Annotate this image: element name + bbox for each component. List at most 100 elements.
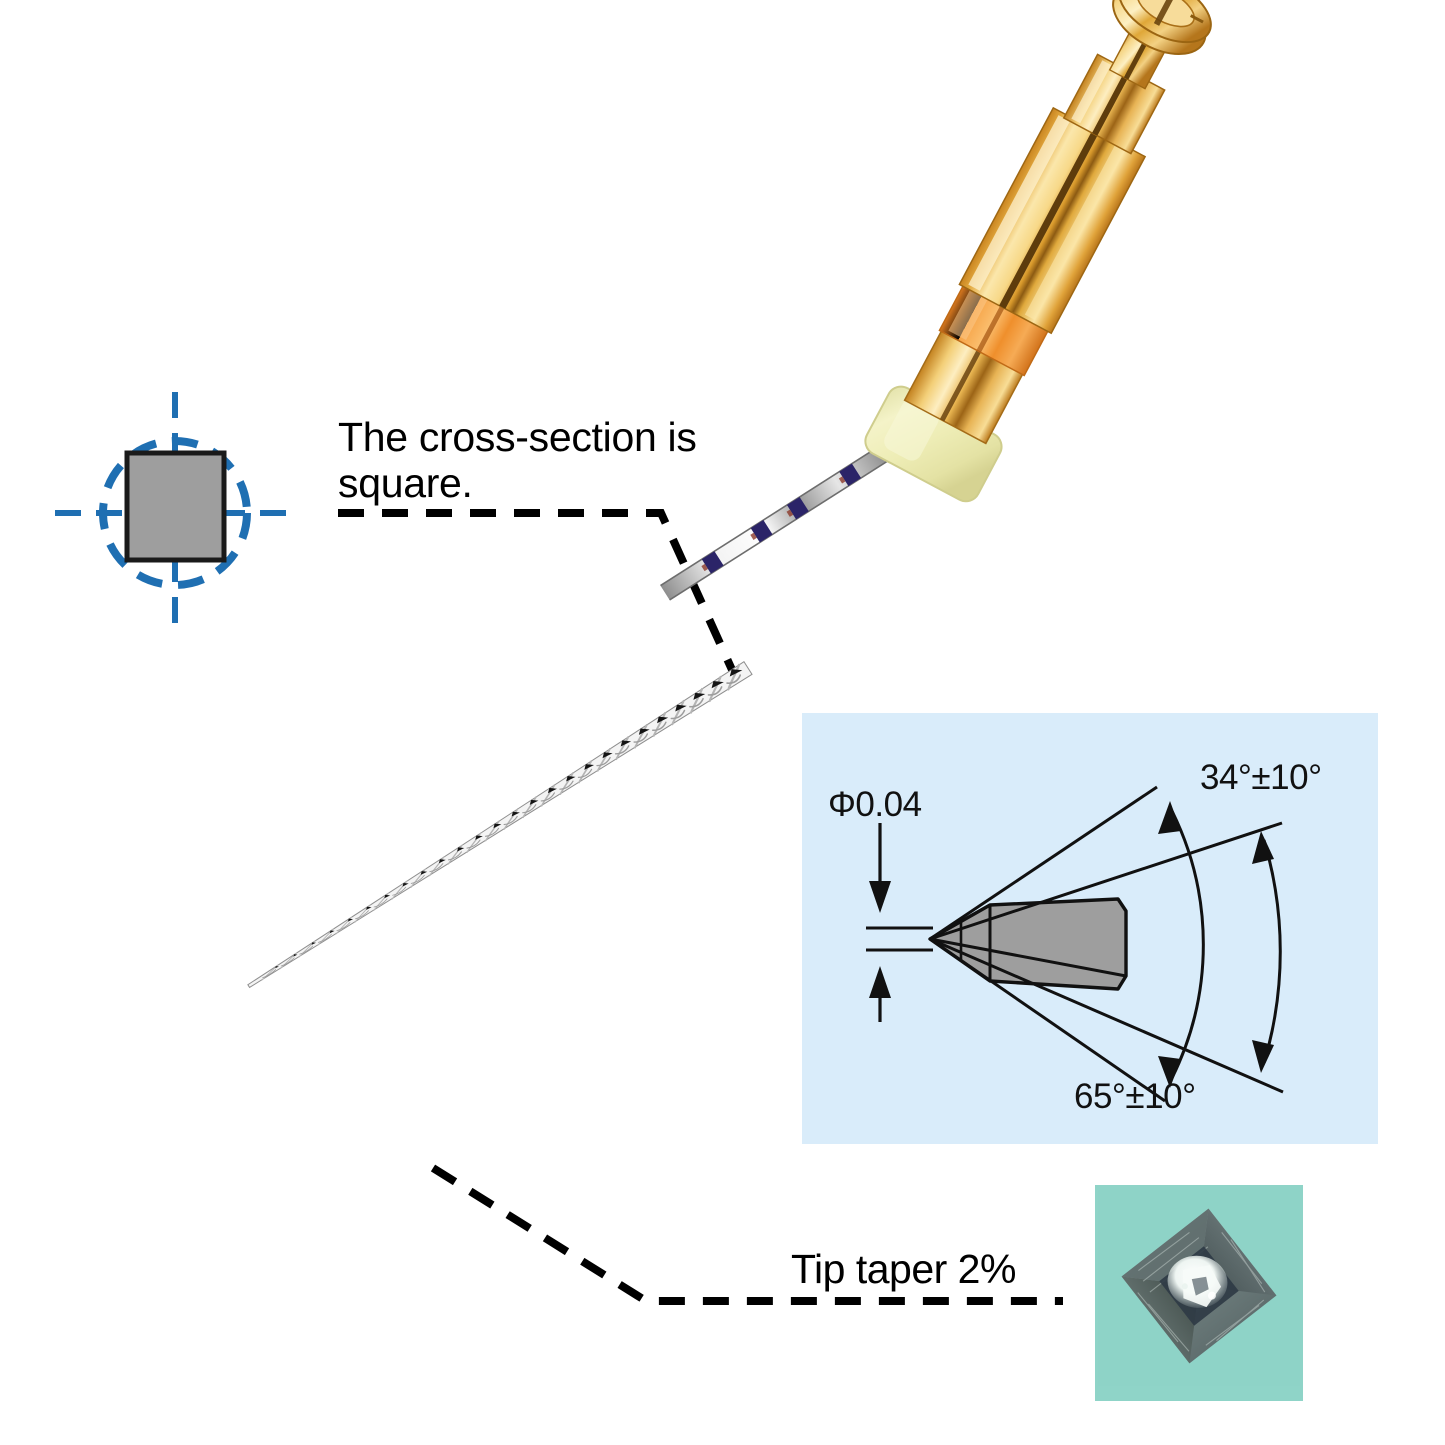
flute-cutting-edge [675,704,687,712]
flute-thread [689,687,704,714]
flute-thread [652,711,667,737]
flute-shading [410,874,425,884]
flute-shading [726,674,742,685]
inner-angle-ray-upper [929,821,1283,941]
flute-thread [578,760,593,784]
handle-assembly [864,0,1212,503]
flute-cutting-edge [693,692,706,700]
flute-thread [298,940,316,958]
flute-shading [336,922,351,931]
flute-shading [503,815,518,826]
flute-thread [671,699,685,726]
flute-cutting-edge [547,787,557,794]
flute-cutting-edge [402,882,409,887]
flute-thread [634,723,648,749]
flute-shading [670,709,686,720]
flute-shading [633,733,649,743]
gold-handle-barrel [958,106,1147,335]
tip-diameter-label: Φ0.04 [828,785,922,824]
outer-angle-label: 34°±10° [1200,758,1322,797]
outer-angle-ray-upper [929,785,1158,941]
flute-cutting-edge [620,740,632,747]
flute-thread [615,736,630,761]
flute-cutting-edge [638,728,650,735]
flute-cutting-edge [602,752,613,759]
depth-marker-ring [839,463,862,487]
flute-thread [484,820,500,842]
micrograph-blank [1121,1208,1277,1364]
circumscribed-circle [99,437,251,589]
flute-thread [391,880,408,900]
flute-helix [261,663,743,981]
inner-angle-arrow-top [1252,831,1274,864]
flute-cutting-edge [420,871,428,875]
depth-marker-ring [786,496,809,520]
flute-thread [373,892,390,912]
flute-thread [354,904,371,923]
flute-shading [317,933,332,943]
flute-cutting-edge [438,859,446,864]
flute-thread [466,832,482,853]
flute-cutting-edge [457,847,465,852]
flute-thread [559,772,574,795]
flute-shading [540,792,555,802]
flute-cutting-edge [347,918,354,922]
flute-cutting-edge [566,776,576,782]
flute-cutting-edge [384,894,391,899]
cross-section-inset [55,392,296,634]
flute-shading [355,910,369,920]
tip-taper-callout-text: Tip taper 2% [791,1246,1016,1292]
flute-thread [596,748,611,772]
inner-angle-ray-lower [929,937,1284,1094]
depth-marker-accent [701,563,708,572]
cross-section-callout-text: The cross-section is square. [338,414,697,506]
flute-shading [447,851,462,861]
flute-shading [280,957,295,967]
depth-marker-ring [701,551,724,574]
depth-marker-ring [750,520,773,543]
depth-marker-accent [750,532,757,540]
flute-thread [447,844,463,865]
flute-thread [410,868,427,888]
fluted-working-part [247,660,753,989]
flute-shading [485,827,500,837]
flute-thread [429,856,445,877]
inner-angle-arrow-bottom [1252,1040,1274,1073]
outer-angle-ray-lower [929,937,1166,1103]
flute-cutting-edge [366,906,372,910]
outer-angle-arrow-top [1158,801,1181,834]
flute-cutting-edge [584,764,595,770]
flute-cutting-edge [711,681,724,689]
flute-cutting-edge [729,669,743,677]
knurled-knob [1112,0,1212,55]
inner-angle-arc [1262,839,1282,1064]
flute-thread [317,928,334,946]
outer-angle-arc [1170,810,1205,1079]
flute-shading [596,756,611,767]
flute-shading [262,969,277,979]
flute-thread [522,796,537,819]
flute-cutting-edge [493,823,502,829]
tip-taper-leader-line [430,1164,1063,1305]
depth-marker-accent [786,509,794,517]
flute-shading [559,780,574,790]
flute-shading [429,863,444,873]
flute-cutting-edge [511,811,520,817]
flute-thread [503,808,519,830]
flute-thread [540,784,556,807]
flute-cutting-edge [311,942,316,945]
tip-geometry-drawing [866,785,1284,1103]
flute-cutting-edge [529,799,539,805]
flute-cutting-edge [657,716,669,724]
cross-section-leader-line [338,509,737,674]
flute-shading [522,804,537,814]
phi-arrow-up [869,966,891,998]
outer-angle-arrow-bottom [1158,1056,1181,1088]
flute-thread [279,952,297,970]
flute-cutting-edge [329,930,335,934]
flute-shading [392,886,407,896]
flute-shading [299,945,314,955]
